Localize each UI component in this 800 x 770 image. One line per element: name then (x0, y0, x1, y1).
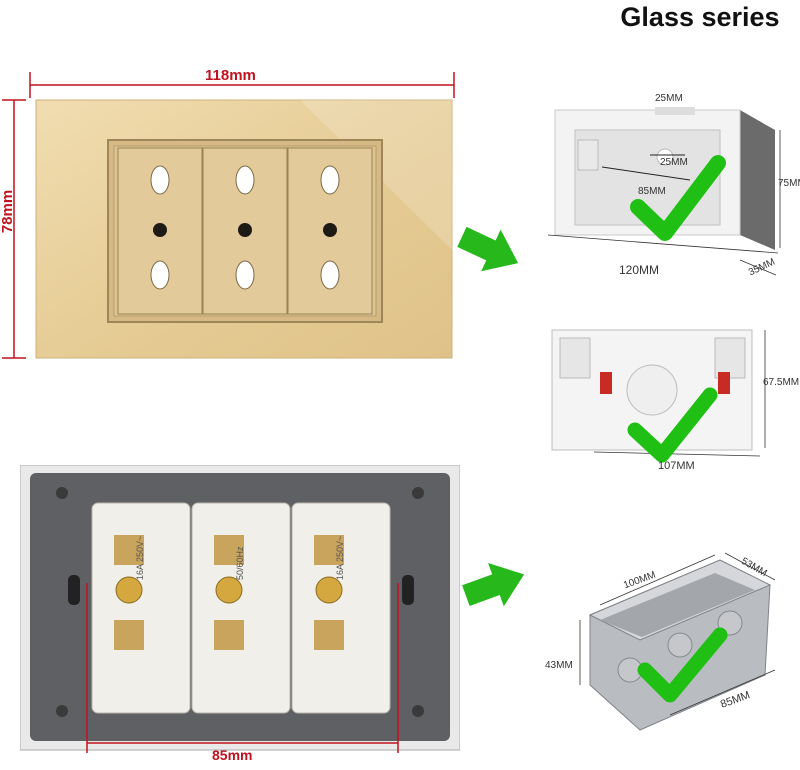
back-module-1 (91, 502, 191, 714)
socket-2 (202, 147, 288, 315)
box1-inner-slot-label: 25MM (660, 157, 688, 168)
checkmark-icon (630, 155, 726, 241)
box1-inner-spacing-label: 85MM (638, 186, 666, 197)
box2-height-label: 67.5MM (763, 377, 800, 388)
page-title: Glass series (620, 2, 780, 32)
box2-width-label: 107MM (658, 460, 695, 472)
white-box-1-figure (540, 85, 800, 285)
checkmark-icon (627, 387, 718, 463)
module-marking-3: 16A 250V~ (335, 535, 345, 580)
metal-box-figure (560, 545, 800, 745)
socket-3 (287, 147, 373, 315)
module-marking-2: 50/60Hz (235, 546, 245, 580)
arrow-right-icon (460, 560, 530, 610)
back-module-3 (291, 502, 391, 714)
front-panel-figure (0, 60, 470, 370)
box1-height-label: 75MM (778, 178, 800, 189)
arrow-right-icon (455, 225, 525, 275)
metal-height-label: 43MM (545, 660, 573, 671)
box1-length-label: 120MM (619, 263, 660, 277)
socket-1 (117, 147, 203, 315)
box1-top-slot-label: 25MM (655, 93, 683, 104)
module-marking-1: 16A 250V~ (135, 535, 145, 580)
front-height-label: 78mm (0, 189, 17, 234)
checkmark-icon (637, 627, 728, 703)
back-module-2 (191, 502, 291, 714)
back-spacing-label: 85mm (212, 747, 253, 763)
front-width-label: 118mm (205, 67, 256, 84)
back-panel-figure (19, 464, 461, 765)
white-box-2-figure (550, 320, 790, 470)
